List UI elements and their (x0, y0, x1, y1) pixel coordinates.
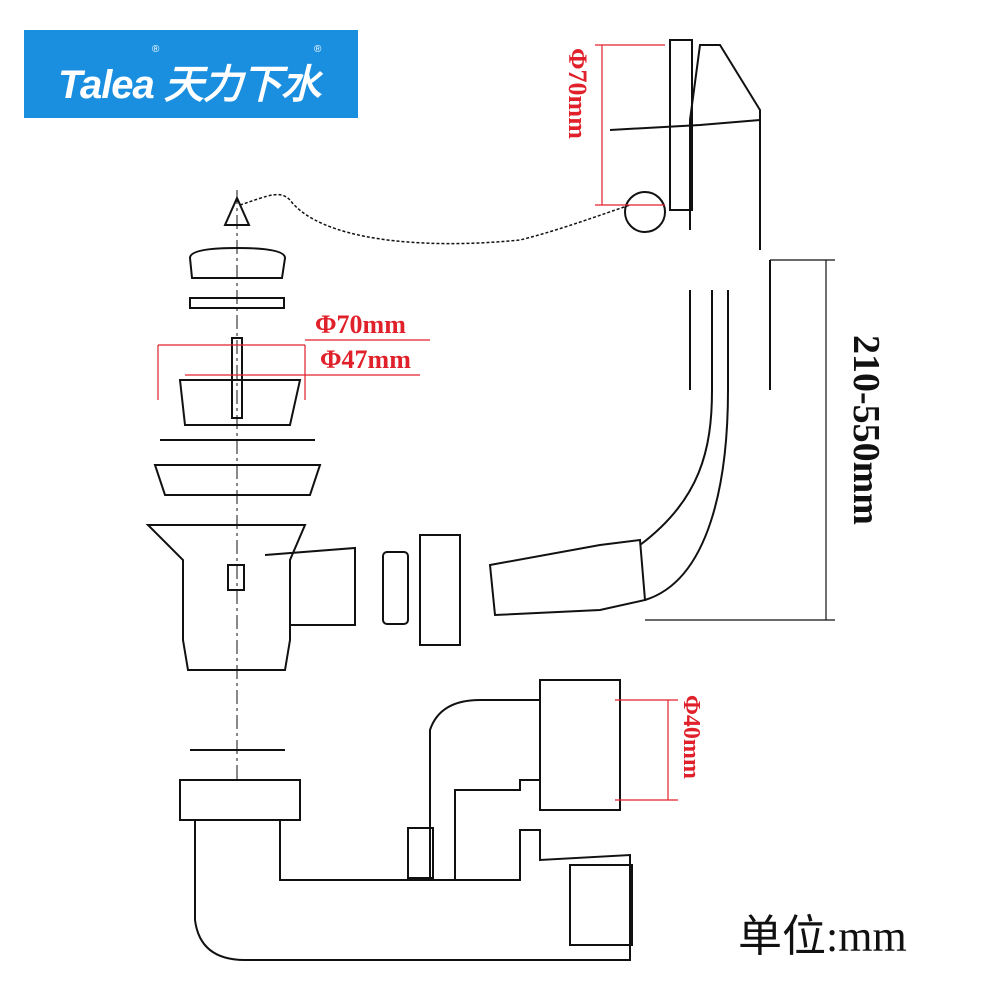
overflow-diameter-label: Φ70mm (563, 48, 592, 139)
strainer-outer-diameter-label: Φ70mm (315, 310, 406, 339)
brand-logo: Talea 天力下水 ® ® (24, 30, 358, 118)
length-dimension (645, 259, 835, 621)
overflow-pipe (488, 39, 771, 617)
registered-mark: ® (314, 44, 322, 55)
strainer-basket (153, 337, 322, 496)
registered-mark: ® (152, 44, 160, 55)
dimension-lines (157, 44, 678, 801)
bottle-trap (179, 679, 633, 961)
chain (239, 193, 631, 245)
logo-text: Talea 天力下水 (58, 63, 321, 107)
drain-body (145, 524, 461, 671)
unit-label: 单位:mm (738, 912, 907, 961)
plug-stopper (188, 195, 287, 309)
strainer-inner-diameter-label: Φ47mm (320, 345, 411, 374)
overflow-length-label: 210-550mm (845, 335, 887, 525)
outlet-diameter-label: Φ40mm (678, 695, 704, 779)
